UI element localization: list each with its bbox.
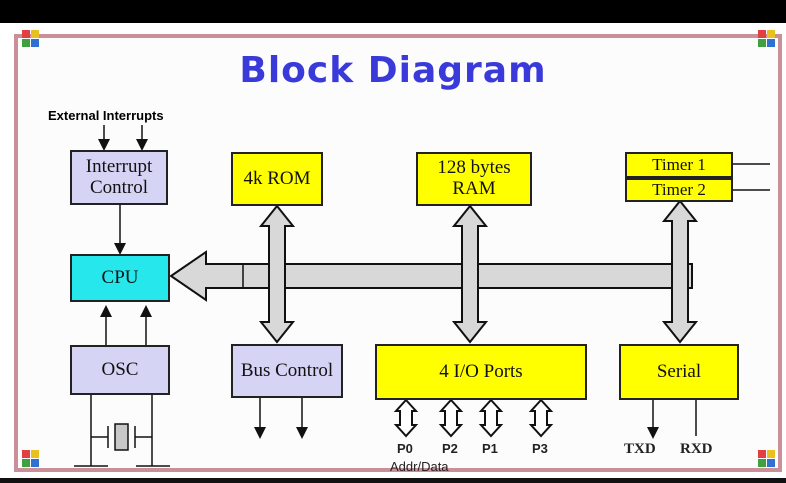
timer2-block: Timer 2: [625, 178, 733, 202]
interrupt-control-block: Interrupt Control: [70, 150, 168, 205]
port-arrows: [393, 398, 554, 438]
corner-decoration-icon: [22, 450, 40, 468]
corner-decoration-icon: [758, 30, 776, 48]
system-bus-arrow: [169, 250, 693, 302]
port-p2-label: P2: [442, 441, 458, 456]
timer1-block: Timer 1: [625, 152, 733, 178]
corner-decoration-icon: [758, 450, 776, 468]
osc-block: OSC: [70, 345, 170, 395]
external-interrupts-label: External Interrupts: [48, 108, 164, 123]
bus-control-block: Bus Control: [231, 344, 343, 398]
page-title: Block Diagram: [239, 50, 547, 91]
bottom-black-bar: [0, 478, 786, 483]
port-p3-label: P3: [532, 441, 548, 456]
cpu-block: CPU: [70, 254, 170, 302]
rom-block: 4k ROM: [231, 152, 323, 206]
port-p0-label: P0: [397, 441, 413, 456]
txd-label: TXD: [624, 441, 656, 457]
ram-io-double-arrow: [451, 204, 489, 344]
rom-bus-double-arrow: [258, 204, 296, 344]
crystal-circuit: [74, 395, 170, 467]
io-ports-block: 4 I/O Ports: [375, 344, 587, 400]
port-p1-label: P1: [482, 441, 498, 456]
timer-serial-double-arrow: [661, 199, 699, 344]
top-black-bar: [0, 0, 786, 23]
ram-block: 128 bytes RAM: [416, 152, 532, 206]
corner-decoration-icon: [22, 30, 40, 48]
serial-block: Serial: [619, 344, 739, 400]
rxd-label: RXD: [680, 441, 713, 457]
addr-data-label: Addr/Data: [390, 459, 449, 474]
